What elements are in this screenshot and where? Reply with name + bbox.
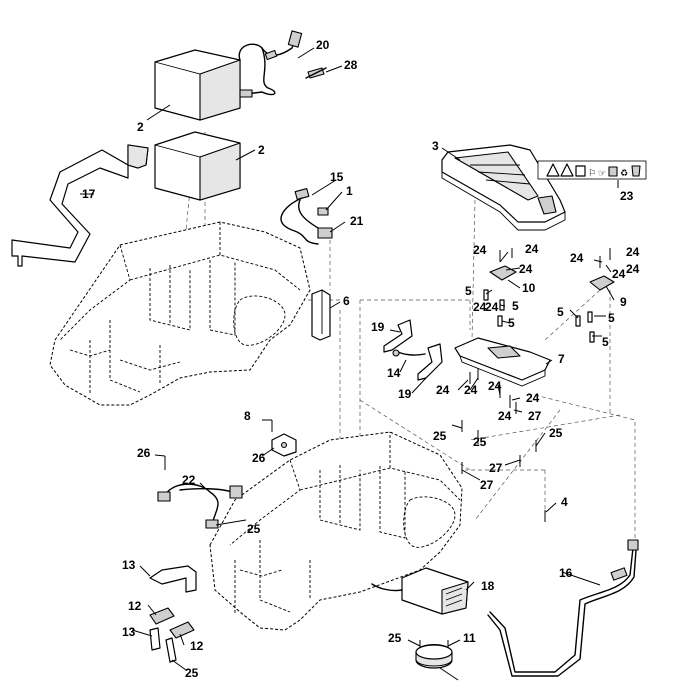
callout-label: 24	[626, 245, 640, 259]
bracket-19-lower	[417, 343, 443, 381]
battery-icon	[608, 166, 618, 177]
callout-label: 21	[350, 214, 364, 228]
callout-label: 24	[464, 383, 478, 397]
callout-label: 7	[558, 352, 565, 366]
callout-label: 22	[182, 473, 196, 487]
callout-label: 19	[371, 320, 385, 334]
disposal-icon	[631, 165, 641, 177]
lower-chassis	[209, 431, 463, 631]
callout-label: 25	[549, 426, 563, 440]
callout-label: 11	[463, 631, 476, 645]
connector-13-upper	[149, 607, 175, 625]
bracket-14	[392, 349, 426, 357]
callout-label: 17	[82, 187, 96, 201]
callout-label: 5	[508, 316, 515, 330]
bracket-19-upper	[383, 319, 413, 353]
battery-lower	[154, 131, 241, 201]
buzzer-11	[415, 643, 453, 669]
callout-label: 13	[122, 625, 136, 639]
callout-label: 27	[489, 461, 503, 475]
upper-chassis	[49, 221, 311, 406]
callout-label: 16	[559, 566, 573, 580]
callout-label: 25	[247, 522, 261, 536]
callout-label: 5	[608, 311, 615, 325]
callout-label: 26	[137, 446, 151, 460]
callout-label: 5	[602, 335, 609, 349]
callout-label: 24	[526, 391, 540, 405]
callout-label: 25	[433, 429, 447, 443]
connector-13-lower	[169, 621, 195, 639]
battery-upper	[154, 49, 241, 121]
assembly-guide-lines	[184, 132, 636, 540]
pins-5	[483, 289, 595, 343]
clip-10	[489, 265, 517, 281]
connector-28	[305, 67, 327, 79]
callout-label: 24	[525, 242, 539, 256]
screws-24	[469, 248, 611, 414]
read-manual-icon	[575, 165, 586, 177]
terminal-12-right	[165, 637, 177, 663]
callout-label: 24	[488, 379, 502, 393]
bracket-6	[311, 289, 331, 341]
callout-label: 12	[128, 599, 142, 613]
callout-label: 27	[480, 478, 494, 492]
callout-label: 24	[485, 300, 499, 314]
callout-label: 10	[522, 281, 536, 295]
callout-label: 14	[387, 366, 401, 380]
cable-clip-16	[149, 565, 197, 593]
recycle-icon: ♻	[620, 169, 628, 179]
callout-label: 26	[252, 451, 266, 465]
callout-label: 6	[343, 294, 350, 308]
ribbon-cable	[11, 144, 149, 267]
callout-label: 24	[570, 251, 584, 265]
callouts: 2 2 20 28 17 15 1 21 6 3 23 24 24 24 24 …	[82, 38, 640, 680]
callout-label: 24	[519, 262, 533, 276]
callout-label: 27	[528, 409, 542, 423]
callout-label: 28	[344, 58, 358, 72]
callout-label: 9	[620, 295, 627, 309]
callout-label: 15	[330, 170, 344, 184]
callout-label: 25	[388, 631, 402, 645]
sensor-cable	[280, 188, 333, 245]
warning-triangle-icon	[560, 163, 574, 177]
wire-harness	[238, 30, 303, 98]
callout-label: 24	[473, 243, 487, 257]
callout-label: 19	[398, 387, 412, 401]
callout-leaders	[80, 47, 619, 681]
callout-label: 5	[557, 305, 564, 319]
callout-label: 24	[498, 409, 512, 423]
callout-label: 4	[561, 495, 568, 509]
warning-label: ⚐ ☞ ♻	[537, 160, 647, 180]
callout-label: 24	[626, 262, 640, 276]
hand-warning-icon: ☞	[598, 169, 606, 179]
control-module	[441, 144, 566, 231]
callout-label: 13	[122, 558, 136, 572]
cable-18	[487, 539, 639, 677]
callout-label: 3	[432, 139, 439, 153]
module-4	[371, 567, 469, 615]
bracket-8	[271, 433, 297, 457]
callout-label: 23	[620, 189, 634, 203]
callout-label: 2	[137, 120, 144, 134]
callout-label: 5	[512, 299, 519, 313]
harness-22	[157, 483, 243, 529]
callout-label: 2	[258, 143, 265, 157]
warning-triangle-icon	[546, 163, 560, 177]
callout-label: 24	[473, 300, 487, 314]
person-warning-icon: ⚐	[588, 169, 596, 179]
terminal-12-left	[149, 627, 161, 651]
callout-label: 24	[612, 267, 626, 281]
callout-label: 8	[244, 409, 251, 423]
callout-label: 25	[473, 435, 487, 449]
callout-label: 18	[481, 579, 495, 593]
callout-label: 5	[465, 284, 472, 298]
callout-label: 20	[316, 38, 330, 52]
callout-label: 12	[190, 639, 204, 653]
callout-label: 25	[185, 666, 199, 680]
callout-label: 24	[436, 383, 450, 397]
mounting-plate	[454, 337, 551, 387]
callout-label: 1	[346, 184, 353, 198]
clip-9	[589, 275, 615, 291]
